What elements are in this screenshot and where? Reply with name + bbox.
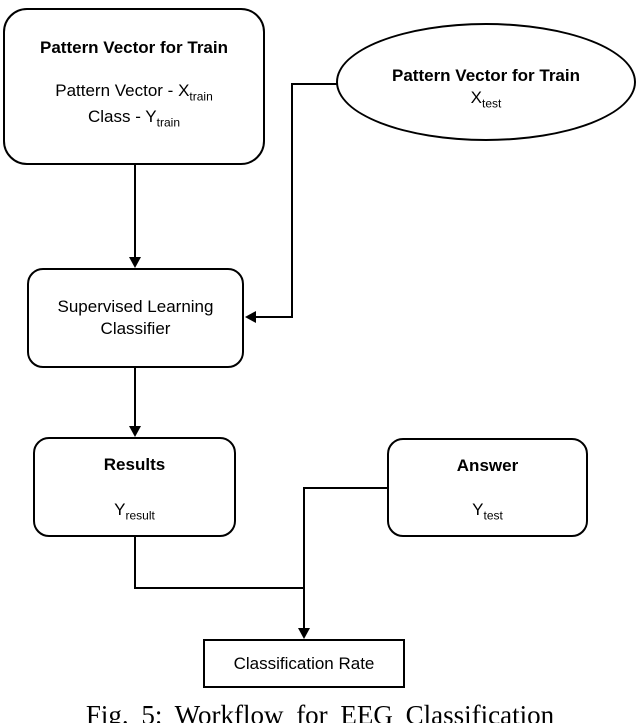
classifier-line2: Classifier (100, 319, 171, 338)
rate-label: Classification Rate (233, 653, 375, 673)
subscript: test (483, 508, 503, 523)
train-class-line: Class - Ytrain (5, 104, 263, 130)
node-results: Results Yresult (33, 437, 236, 537)
connector-results-down (134, 537, 136, 589)
connector-answer-left (304, 487, 388, 489)
subscript: result (125, 508, 155, 523)
test-value-line: Xtest (338, 87, 634, 109)
results-value-line: Yresult (35, 499, 234, 521)
subscript: train (156, 115, 180, 130)
line-text: Y (472, 500, 484, 519)
connector-answer-down (303, 487, 305, 589)
node-supervised-learning-classifier: Supervised Learning Classifier (27, 268, 244, 368)
node-title: Results (103, 455, 166, 474)
connector-results-right (134, 587, 305, 589)
node-title: Answer (456, 456, 519, 475)
node-answer: Answer Ytest (387, 438, 588, 537)
node-title: Pattern Vector for Train (40, 38, 228, 57)
connector-ellipse-into-classifier (256, 316, 293, 318)
connector-junction-to-rate (303, 587, 305, 629)
figure-caption: Fig. 5: Workflow for EEG Classification (85, 700, 555, 723)
line-text: Pattern Vector - X (55, 81, 190, 100)
arrowhead-left-icon (245, 311, 256, 323)
arrowhead-down-icon (129, 257, 141, 268)
arrowhead-down-icon (298, 628, 310, 639)
connector-classifier-to-results (134, 368, 136, 427)
train-pattern-vector-line: Pattern Vector - Xtrain (5, 78, 263, 104)
line-text: X (470, 88, 482, 107)
node-pattern-vector-train: Pattern Vector for Train Pattern Vector … (3, 8, 265, 165)
node-title: Pattern Vector for Train (392, 66, 580, 85)
connector-ellipse-horizontal (291, 83, 337, 85)
connector-train-to-classifier (134, 165, 136, 258)
line-text: Y (114, 500, 126, 519)
answer-value-line: Ytest (389, 499, 586, 521)
subscript: train (189, 89, 213, 104)
arrowhead-down-icon (129, 426, 141, 437)
node-classification-rate: Classification Rate (203, 639, 405, 688)
node-pattern-vector-test: Pattern Vector for Train Xtest (336, 23, 636, 141)
line-text: Class - Y (88, 107, 157, 126)
subscript: test (482, 96, 502, 111)
connector-ellipse-vertical (291, 83, 293, 318)
classifier-line1: Supervised Learning (57, 297, 214, 316)
